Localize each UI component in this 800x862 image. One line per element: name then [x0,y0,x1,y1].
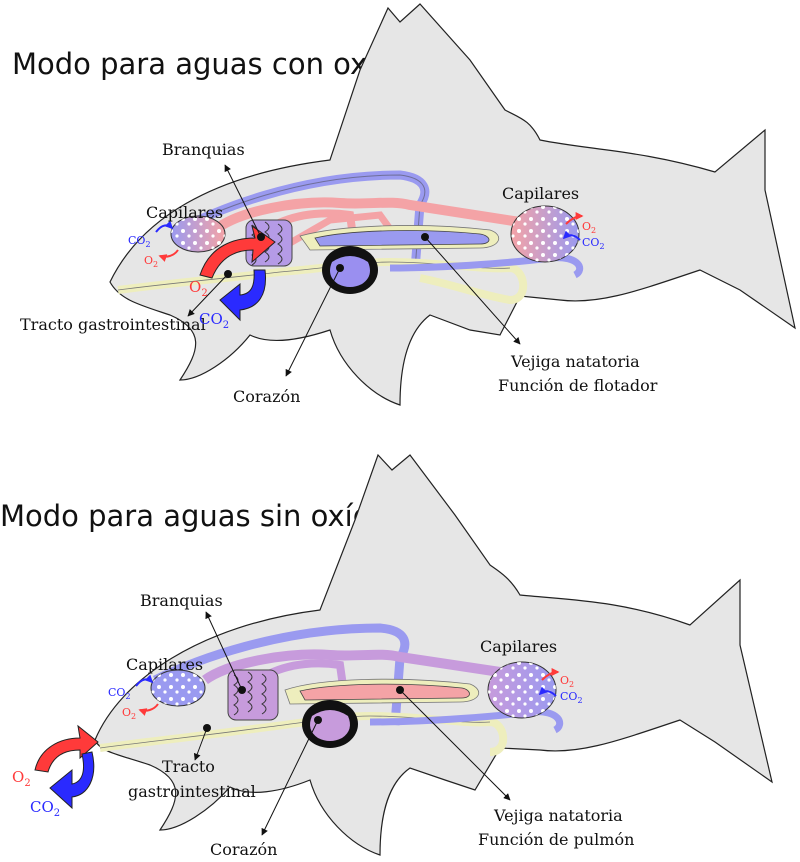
o2-label-top: O2 [189,278,208,299]
o2-label-right-bottom: O2 [560,674,574,689]
capillaries-left-bottom [150,669,206,707]
o2-arrow-bottom [34,724,99,773]
fish-bottom: Branquias Capilares Capilares Tracto gas… [12,453,773,859]
o2-label-left-bottom: O2 [122,706,136,721]
label-corazon-bottom: Corazón [210,840,277,859]
co2-arrow-bottom [49,751,95,810]
co2-arrow-top [219,269,267,322]
o2-label-bottom: O2 [12,768,31,789]
label-vejiga-2-top: Función de flotador [498,376,658,395]
capillaries-right-top [510,205,580,263]
o2-label-right-top: O2 [582,220,596,235]
o2-label-left-top: O2 [144,254,158,269]
co2-label-right-top: CO2 [582,236,605,251]
label-capilares-left-bottom: Capilares [126,655,203,674]
capillaries-right-bottom [487,661,557,719]
label-capilares-left-top: Capilares [146,203,223,222]
co2-label-right-bottom: CO2 [560,690,583,705]
fish-top: Branquias Capilares Capilares Tracto gas… [20,3,796,406]
label-vejiga-2-bottom: Función de pulmón [478,830,634,849]
label-branquias-bottom: Branquias [140,591,223,610]
label-tracto-2-bottom: gastrointestinal [128,782,256,801]
label-corazon-top: Corazón [233,387,300,406]
label-branquias-top: Branquias [162,140,245,159]
label-tracto-1-bottom: Tracto [162,757,215,776]
fish-bottom-body [94,453,773,856]
co2-label-bottom: CO2 [30,798,60,819]
label-tracto-top: Tracto gastrointestinal [20,315,206,334]
heart-top [322,246,378,294]
label-capilares-right-bottom: Capilares [480,637,557,656]
label-capilares-right-top: Capilares [502,184,579,203]
co2-label-top: CO2 [199,310,229,331]
fish-top-body [109,3,796,406]
o2-arrow-top [199,224,276,279]
co2-label-left-bottom: CO2 [108,686,131,701]
label-vejiga-1-bottom: Vejiga natatoria [493,806,623,825]
co2-label-left-top: CO2 [128,234,151,249]
gills-bottom [227,669,279,721]
capillaries-left-top [170,215,226,253]
label-vejiga-1-top: Vejiga natatoria [510,352,640,371]
heart-bottom [302,700,358,748]
